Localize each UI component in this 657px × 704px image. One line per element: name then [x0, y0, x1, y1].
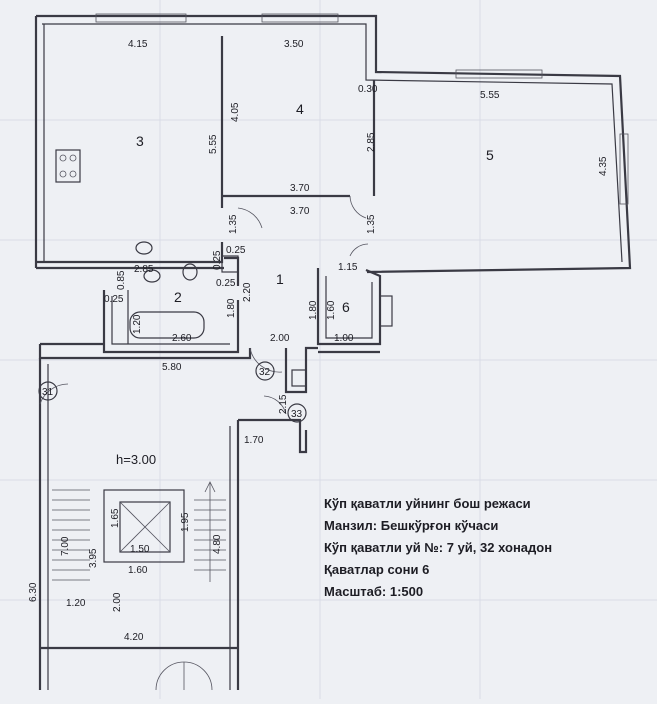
dim-label: 3.70 — [290, 206, 310, 217]
dim-label: 3.95 — [88, 548, 99, 568]
plan-info: Кўп қаватли уйнинг бош режаси Манзил: Бе… — [324, 496, 552, 599]
dim-label: 3.70 — [290, 183, 310, 194]
dim-label: 2.60 — [172, 333, 192, 344]
dim-label: 7.00 — [60, 536, 71, 556]
info-building: Кўп қаватли уй №: 7 уй, 32 хонадон — [324, 540, 552, 555]
dim-label: 1.35 — [228, 214, 239, 234]
room-label-2: 2 — [174, 289, 182, 305]
dim-label: 0.85 — [116, 270, 127, 290]
dim-label: 1.80 — [308, 300, 319, 320]
dim-label: 2.15 — [278, 394, 289, 414]
dim-label: 5.55 — [480, 90, 500, 101]
dim-label: 1.15 — [338, 262, 358, 273]
door-marker-31: 31 — [42, 387, 54, 398]
info-address: Манзил: Бешкўрғон кўчаси — [324, 518, 498, 533]
dim-label: 3.50 — [284, 39, 304, 50]
room-labels: 3 4 5 1 2 6 — [136, 101, 494, 315]
dim-label: 0.25 — [216, 278, 236, 289]
dim-label: 1.20 — [66, 598, 86, 609]
dim-label: 6.30 — [28, 582, 39, 602]
dim-label: 2.85 — [366, 132, 377, 152]
dim-label: 5.55 — [208, 134, 219, 154]
dim-label: 1.60 — [326, 300, 337, 320]
dim-label: 4.20 — [124, 632, 144, 643]
dim-label: 1.20 — [132, 314, 143, 334]
room-label-1: 1 — [276, 271, 284, 287]
dim-label: 4.35 — [598, 156, 609, 176]
dim-label: 1.50 — [130, 544, 150, 555]
room-label-3: 3 — [136, 133, 144, 149]
dimension-labels: 4.15 3.50 0.30 5.55 4.05 5.55 2.85 4.35 … — [28, 39, 609, 643]
dim-label: 4.15 — [128, 39, 148, 50]
dim-label: 0.25 — [104, 294, 124, 305]
info-title: Кўп қаватли уйнинг бош режаси — [324, 496, 531, 511]
dim-label: 5.80 — [162, 362, 182, 373]
room-label-6: 6 — [342, 299, 350, 315]
walls — [34, 13, 632, 691]
dim-label: 1.00 — [334, 333, 354, 344]
door-marker-32: 32 — [259, 367, 271, 378]
info-scale: Масштаб: 1:500 — [324, 584, 423, 599]
dim-label: 4.05 — [230, 102, 241, 122]
dim-label: 1.65 — [110, 508, 121, 528]
dim-label: 4.80 — [212, 534, 223, 554]
dim-label: 0.25 — [212, 250, 223, 270]
height-label: h=3.00 — [116, 452, 156, 467]
info-floors: Қаватлар сони 6 — [324, 562, 429, 577]
dim-label: 2.00 — [270, 333, 290, 344]
dim-label: 1.80 — [226, 298, 237, 318]
dim-label: 0.30 — [358, 84, 378, 95]
door-marker-33: 33 — [291, 409, 303, 420]
dim-label: 2.20 — [242, 282, 253, 302]
dim-label: 0.25 — [226, 245, 246, 256]
dim-label: 2.85 — [134, 264, 154, 275]
dim-label: 1.95 — [180, 512, 191, 532]
dim-label: 1.35 — [366, 214, 377, 234]
room-label-5: 5 — [486, 147, 494, 163]
door-markers: 31 32 33 — [38, 361, 307, 423]
dim-label: 1.60 — [128, 565, 148, 576]
dim-label: 1.70 — [244, 435, 264, 446]
dim-label: 2.00 — [112, 592, 123, 612]
room-label-4: 4 — [296, 101, 304, 117]
